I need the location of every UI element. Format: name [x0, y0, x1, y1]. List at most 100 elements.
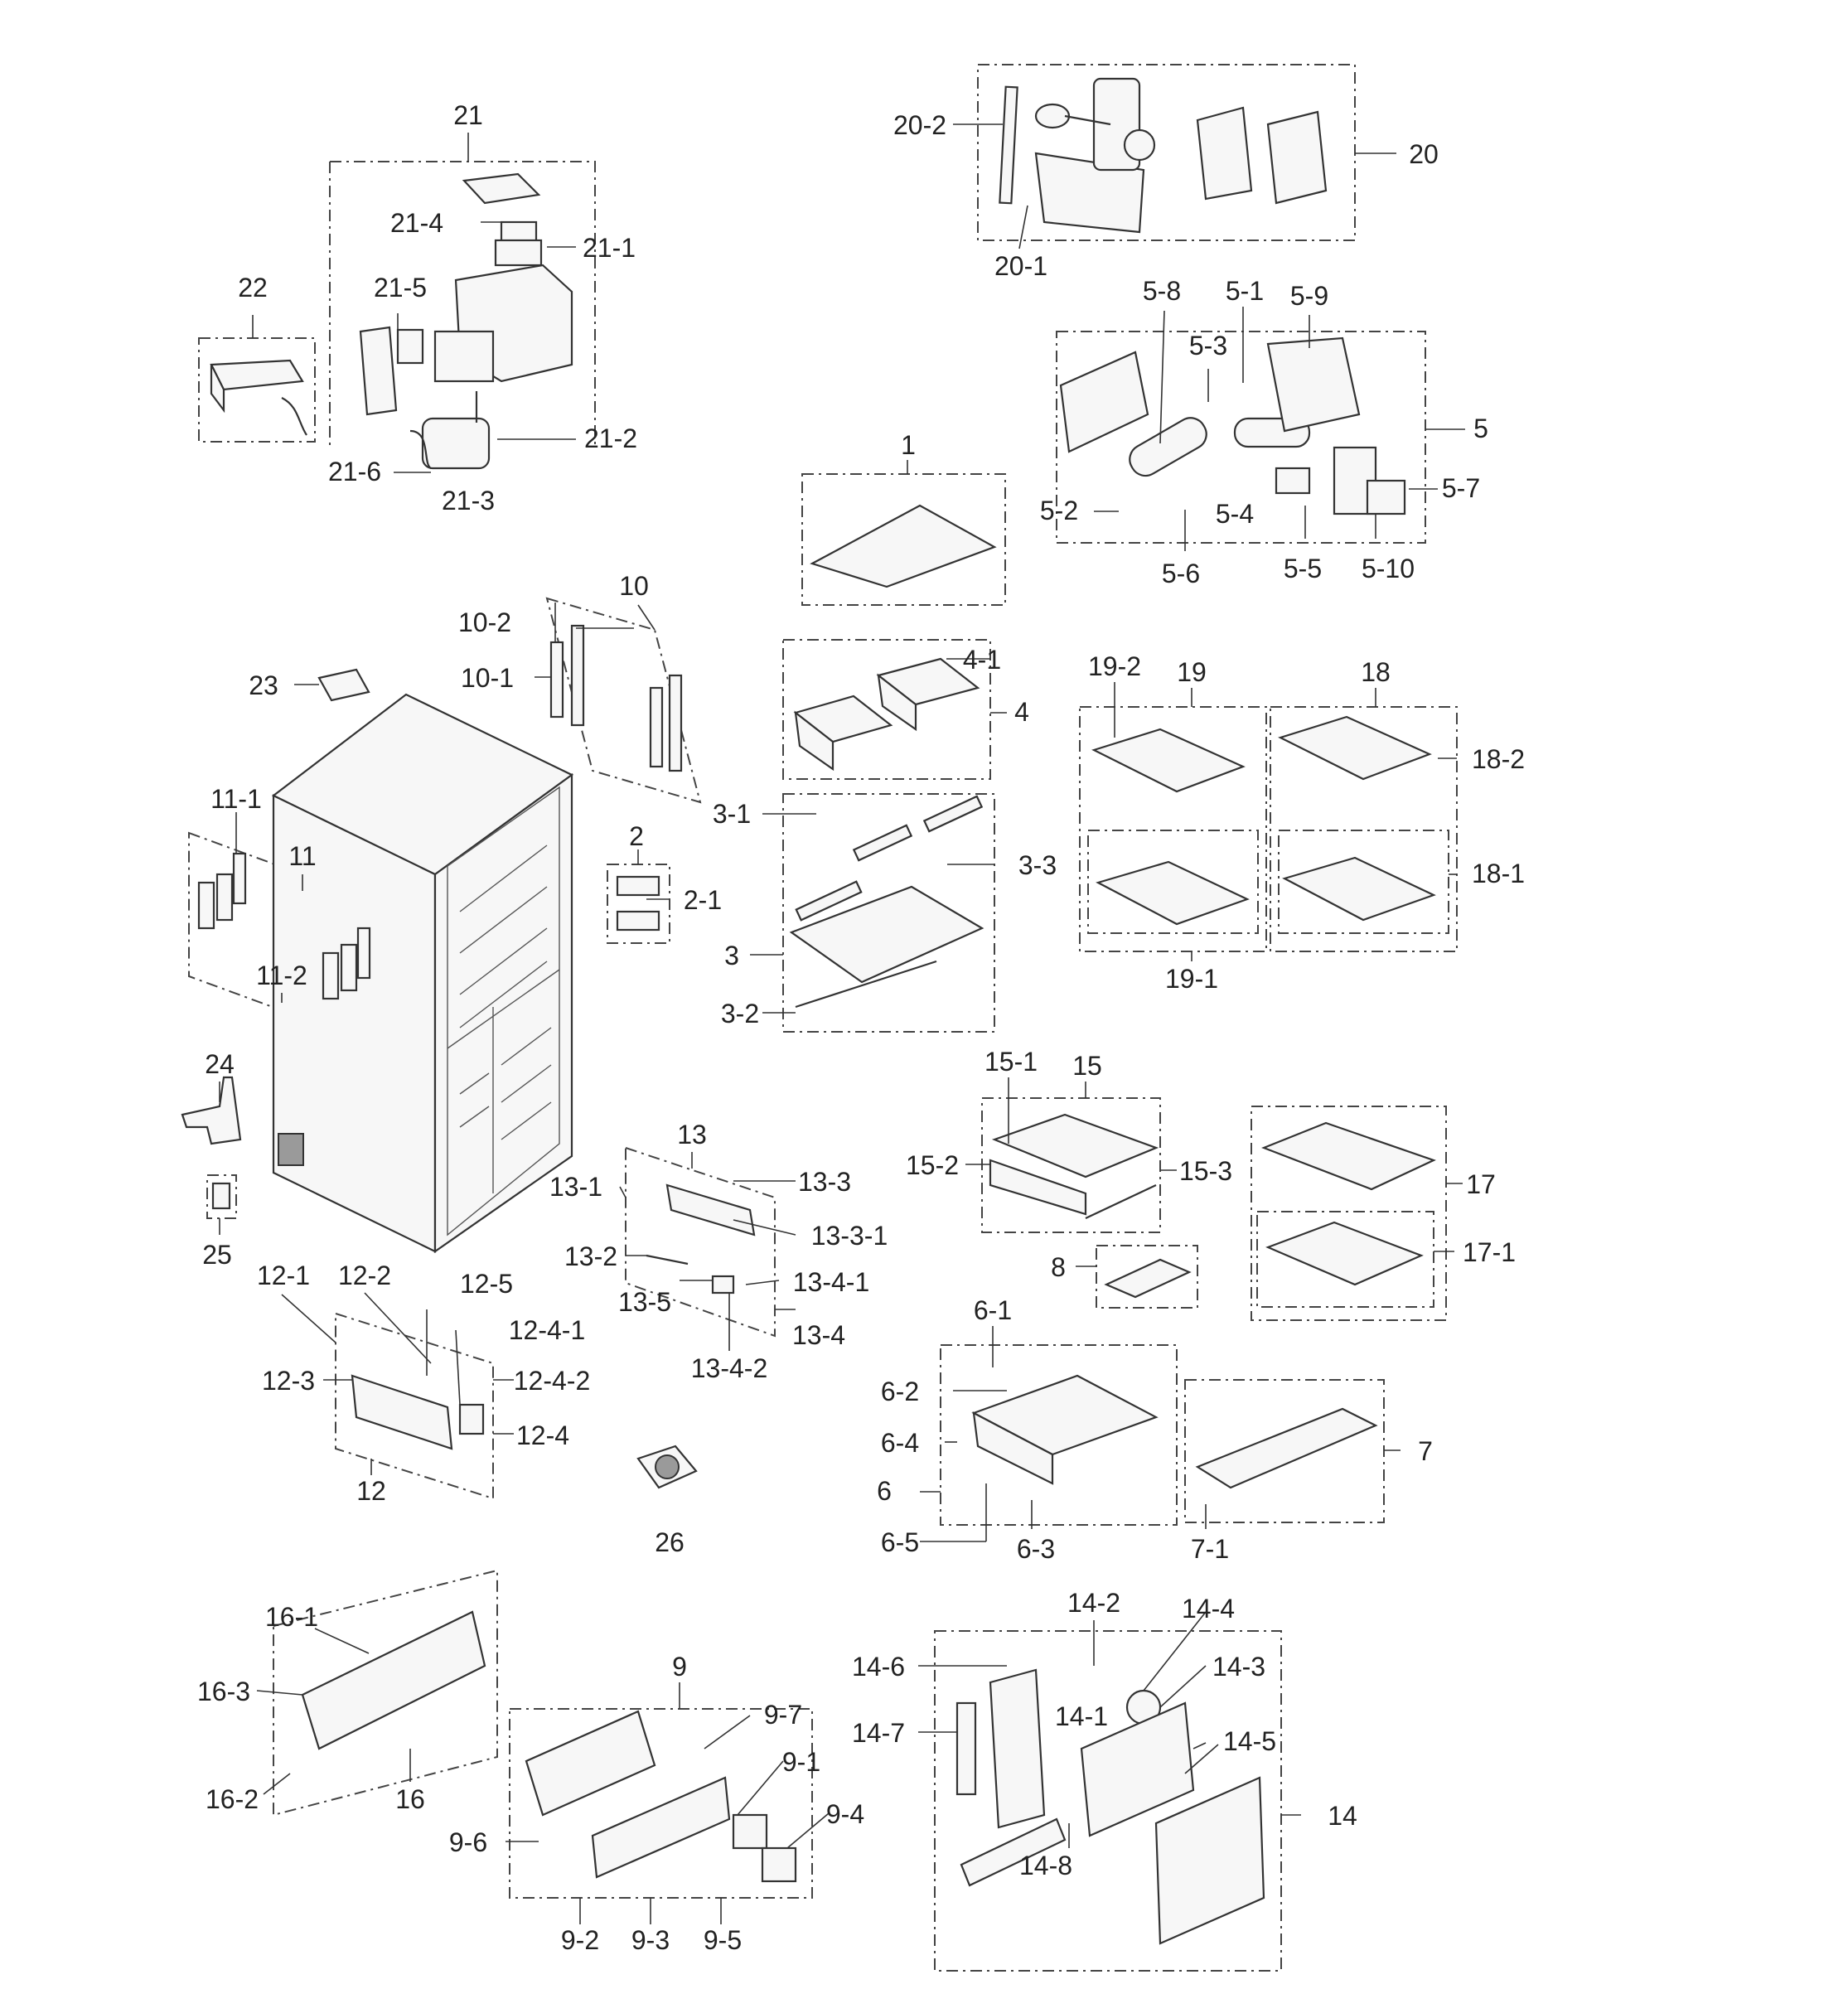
callout-20-2: 20-2 — [893, 110, 946, 140]
callout-6-2: 6-2 — [881, 1377, 919, 1406]
frame-12 — [335, 1312, 494, 1500]
callout-26: 26 — [655, 1527, 685, 1557]
callout-9-3: 9-3 — [631, 1925, 670, 1955]
frame-5 — [1056, 331, 1426, 544]
callout-3-2: 3-2 — [721, 999, 759, 1028]
callout-7-1: 7-1 — [1191, 1534, 1229, 1564]
icemaker-parts — [999, 77, 1328, 234]
leader-lines — [219, 123, 1465, 1924]
part-24 — [181, 1076, 242, 1145]
callout-9-2: 9-2 — [561, 1925, 599, 1955]
callout-5-1: 5-1 — [1226, 276, 1264, 306]
callout-23: 23 — [249, 670, 278, 700]
callout-14: 14 — [1328, 1801, 1357, 1831]
part-26-fan — [636, 1445, 698, 1489]
part-23 — [317, 668, 370, 702]
part-15-1 — [991, 1113, 1159, 1178]
callout-15-2: 15-2 — [906, 1150, 959, 1180]
callout-21: 21 — [453, 100, 483, 130]
callout-2: 2 — [629, 821, 644, 851]
callout-17: 17 — [1466, 1169, 1496, 1199]
callout-labels: 1 2 2-1 3 3-1 3-2 3-3 4 4-1 5 5-1 5-2 5-… — [197, 100, 1525, 1955]
part-13-3 — [665, 1183, 756, 1236]
callout-15: 15 — [1072, 1051, 1102, 1081]
callout-13-4-2: 13-4-2 — [691, 1353, 768, 1383]
panel-assembly-14 — [955, 1668, 1265, 1945]
part-15-3 — [1085, 1184, 1157, 1219]
callout-12-4-2: 12-4-2 — [514, 1366, 591, 1396]
evaporator-16 — [301, 1610, 486, 1750]
part-13-2 — [646, 1254, 689, 1266]
callout-12-5: 12-5 — [460, 1269, 513, 1299]
callout-8: 8 — [1051, 1252, 1066, 1282]
part-13-4 — [711, 1275, 735, 1295]
shelf-assembly-3 — [789, 795, 984, 1009]
frame-6 — [940, 1344, 1178, 1526]
frame-13 — [625, 1146, 776, 1338]
callout-16: 16 — [395, 1784, 425, 1814]
callout-9-4: 9-4 — [826, 1799, 864, 1829]
callout-20-1: 20-1 — [994, 251, 1047, 281]
frame-15 — [981, 1097, 1161, 1233]
callout-16-2: 16-2 — [206, 1784, 259, 1814]
callout-5-8: 5-8 — [1143, 276, 1181, 306]
callout-14-5: 14-5 — [1223, 1726, 1276, 1756]
callout-19-2: 19-2 — [1088, 651, 1141, 681]
callout-16-1: 16-1 — [265, 1602, 318, 1632]
part-22 — [210, 359, 307, 436]
callout-11: 11 — [288, 841, 316, 871]
callout-14-6: 14-6 — [852, 1652, 905, 1682]
callout-6: 6 — [877, 1476, 892, 1506]
frame-19 — [1079, 706, 1267, 952]
frame-8 — [1096, 1245, 1198, 1309]
callout-21-1: 21-1 — [583, 233, 636, 263]
callout-20: 20 — [1409, 139, 1439, 169]
callout-13-1: 13-1 — [549, 1172, 602, 1202]
callout-11-1: 11-1 — [210, 784, 262, 814]
callout-19: 19 — [1177, 657, 1207, 687]
callout-18-1: 18-1 — [1472, 859, 1525, 888]
callout-21-4: 21-4 — [390, 208, 443, 238]
callout-9: 9 — [672, 1652, 687, 1682]
frame-1 — [801, 473, 1006, 606]
frame-22 — [198, 337, 316, 443]
part-12-4 — [458, 1403, 485, 1435]
door-guards-10 — [549, 624, 683, 772]
callout-10-1: 10-1 — [461, 663, 514, 693]
part-2 — [616, 875, 660, 897]
door-bins-11 — [197, 852, 371, 1000]
frame-17-1 — [1256, 1211, 1434, 1308]
callout-12-2: 12-2 — [338, 1261, 391, 1290]
frame-14 — [934, 1630, 1282, 1972]
callout-7: 7 — [1418, 1436, 1433, 1466]
frame-18-1 — [1278, 830, 1449, 934]
callout-4-1: 4-1 — [963, 645, 1001, 675]
callout-5: 5 — [1473, 414, 1488, 443]
callout-3-3: 3-3 — [1018, 850, 1057, 880]
callout-12-4-1: 12-4-1 — [509, 1315, 586, 1345]
frame-21 — [330, 161, 596, 448]
callout-14-7: 14-7 — [852, 1718, 905, 1748]
shelf-19-1 — [1096, 860, 1250, 926]
callout-6-1: 6-1 — [974, 1295, 1012, 1325]
callout-14-4: 14-4 — [1182, 1594, 1235, 1624]
frame-9 — [509, 1708, 813, 1899]
callout-13-5: 13-5 — [618, 1287, 671, 1317]
cover-7 — [1195, 1407, 1378, 1489]
callout-10: 10 — [619, 571, 649, 601]
part-25 — [211, 1182, 231, 1210]
shelf-18-2 — [1278, 715, 1432, 781]
callout-9-1: 9-1 — [782, 1747, 820, 1777]
callout-5-3: 5-3 — [1189, 331, 1227, 361]
part-2-1 — [616, 910, 660, 932]
callout-9-7: 9-7 — [764, 1700, 802, 1730]
shelf-17-1 — [1265, 1221, 1424, 1286]
drawer-6-front — [972, 1411, 1054, 1485]
callout-9-5: 9-5 — [704, 1925, 742, 1955]
part-15-2 — [989, 1159, 1087, 1216]
callout-2-1: 2-1 — [684, 885, 722, 915]
callout-5-4: 5-4 — [1216, 499, 1254, 529]
callout-21-6: 21-6 — [328, 457, 381, 486]
callout-12-3: 12-3 — [262, 1366, 315, 1396]
